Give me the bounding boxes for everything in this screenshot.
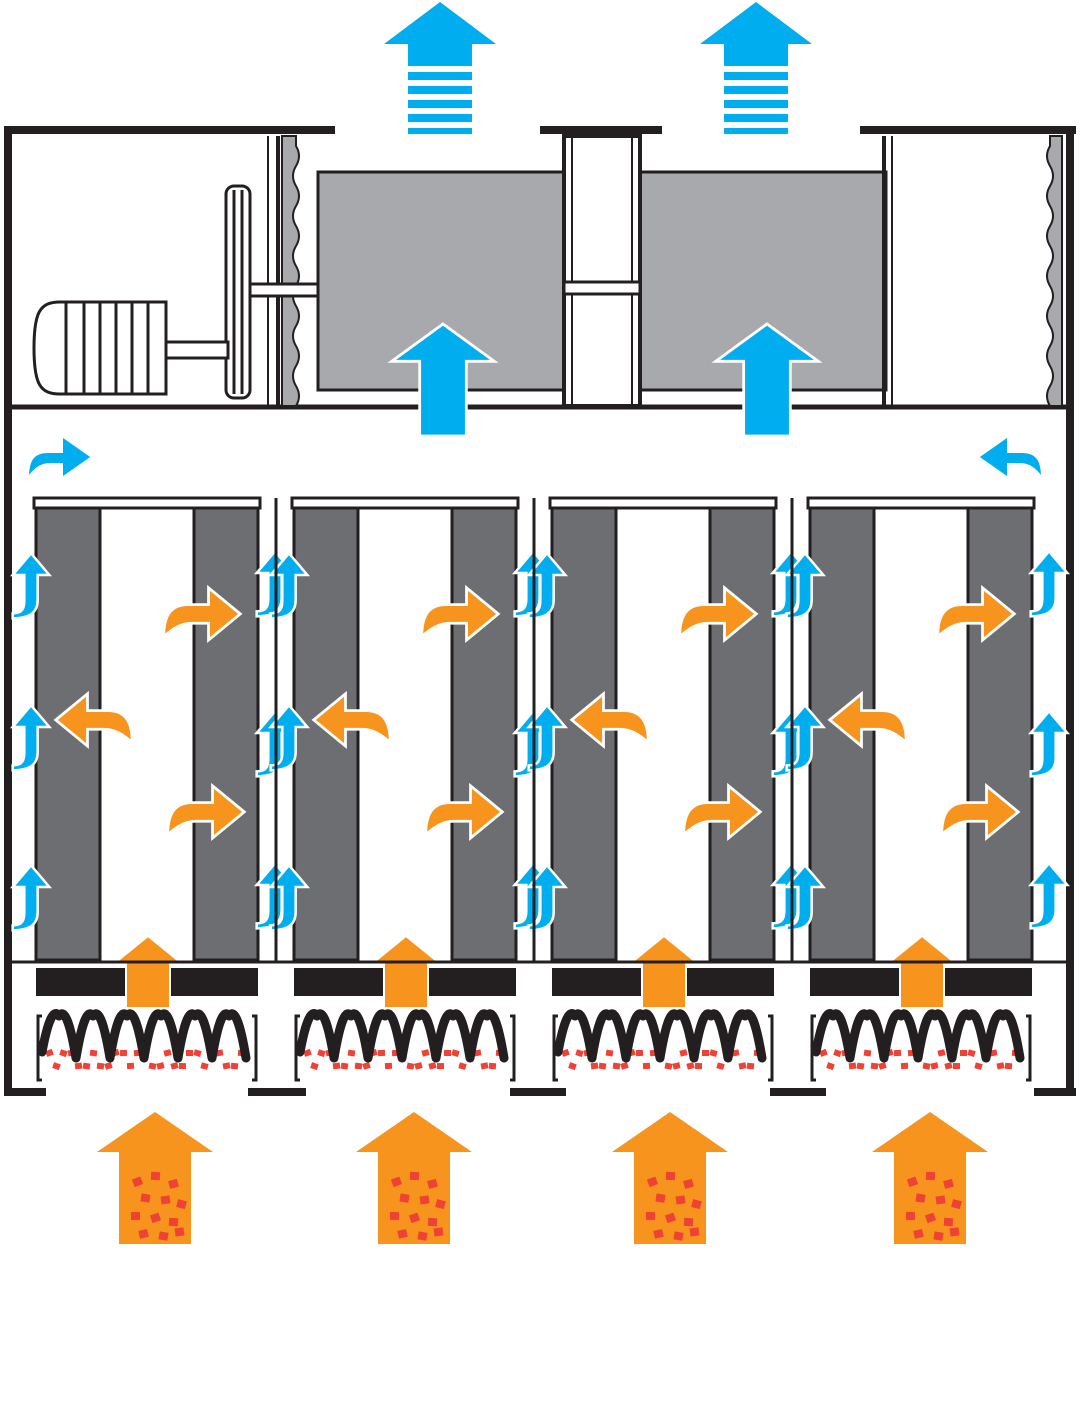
fan-shaft <box>248 282 320 298</box>
clean-air-up-arrow-icon <box>1029 549 1069 618</box>
hopper-icon <box>552 968 774 1082</box>
housing-outline <box>4 126 1076 1096</box>
filter-module <box>785 496 1069 1082</box>
plenum-left-arrow-icon <box>977 435 1043 479</box>
hopper-up-arrow-icon <box>371 934 441 1009</box>
filter-module <box>527 496 811 1082</box>
dirty-air-inlet-arrow-icon <box>872 1112 988 1244</box>
dust-particle-icon <box>303 1048 504 1071</box>
filter-cartridge-icon <box>192 506 260 962</box>
hopper-icon <box>36 968 258 1082</box>
serrated-edge-left <box>281 135 300 407</box>
filter-cartridge-icon <box>450 506 518 962</box>
fan-section <box>32 134 1063 408</box>
hopper-up-arrow-icon <box>629 934 699 1009</box>
hopper-up-arrow-icon <box>887 934 957 1009</box>
auger-icon <box>295 1009 509 1063</box>
dust-particle-icon <box>819 1048 1020 1071</box>
exhaust-arrows <box>384 2 812 134</box>
dirty-air-inlet-arrow-icon <box>612 1112 728 1244</box>
hopper-icon <box>294 968 516 1082</box>
hopper-up-arrow-icon <box>113 934 183 1009</box>
filter-module <box>11 496 295 1082</box>
base-frame <box>4 960 1076 1096</box>
dirty-air-inlet-arrow-icon <box>97 1112 213 1244</box>
auger-icon <box>811 1009 1025 1063</box>
inlet-arrows <box>97 1112 988 1244</box>
filter-cartridge-icon <box>966 506 1034 962</box>
exhaust-up-arrow-icon <box>700 2 812 134</box>
filter-modules <box>4 496 1076 1096</box>
clean-air-up-arrow-icon <box>1029 861 1069 930</box>
filter-module <box>269 496 553 1082</box>
center-duct <box>562 134 642 408</box>
motor-icon <box>32 300 230 396</box>
exhaust-up-arrow-icon <box>384 2 496 134</box>
dirty-air-inlet-arrow-icon <box>356 1112 472 1244</box>
filter-cartridge-icon <box>708 506 776 962</box>
clean-air-up-arrow-icon <box>1029 709 1069 778</box>
serrated-edge-right <box>1046 135 1063 407</box>
auger-icon <box>37 1009 251 1063</box>
auger-icon <box>553 1009 767 1063</box>
hopper-icon <box>810 968 1032 1082</box>
pulley-icon <box>224 184 252 400</box>
plenum-right-arrow-icon <box>27 435 93 479</box>
